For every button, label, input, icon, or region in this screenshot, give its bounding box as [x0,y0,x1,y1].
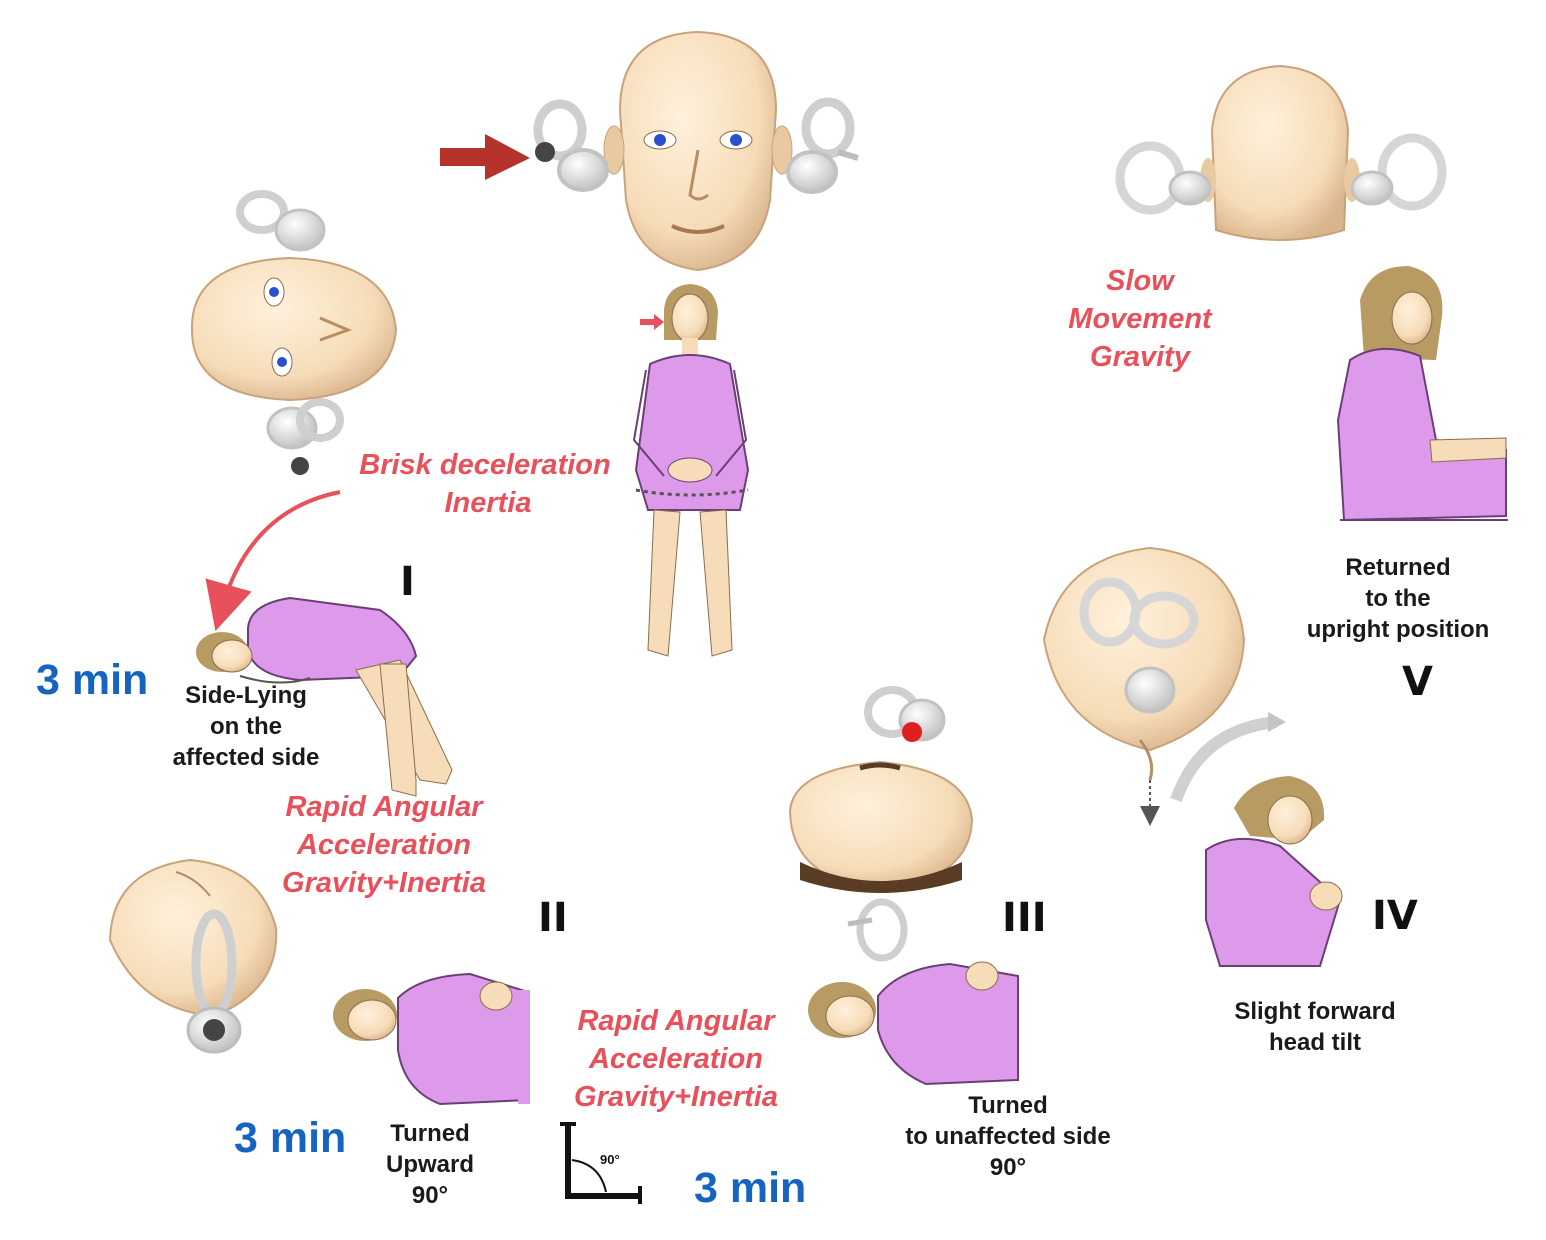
step4-ear-icon [1079,577,1199,714]
step2-caption-line-1: Turned [390,1120,470,1147]
step2-motion-line-2: Acceleration [588,1043,764,1075]
step1-ear-bottom-icon [266,398,344,475]
step5-right-ear-icon [1350,133,1447,211]
step2-roman-numeral: II [538,895,568,941]
step3-caption-line-3: 90° [989,1154,1027,1181]
step1-motion-line-3: Gravity+Inertia [282,867,486,899]
step3-caption: Turned to unaffected side 90° [888,1090,1128,1183]
step1-motion-line-2: Acceleration [296,829,472,861]
step5-caption: Returned to the upright position [1290,552,1506,645]
step3-roman-numeral: III [1002,895,1047,941]
angle-90-icon [560,1122,642,1204]
step1-curved-arrow-icon [205,490,341,632]
step5-roman-numeral: V [1402,659,1433,705]
step1-caption-line-2: on the [210,713,282,740]
step4-caption-line-2: head tilt [1268,1029,1361,1056]
step3-caption-line-1: Turned [968,1092,1048,1119]
step4-roman-numeral: IV [1372,893,1418,939]
step3-time-label: 3 min [694,1164,807,1212]
forward-tilt-patient-illustration [1205,776,1343,967]
front-head-illustration [603,30,793,272]
step1-head-illustration [190,190,398,475]
step1-motion-line-1: Rapid Angular [285,791,483,823]
step5-caption-line-2: to the [1365,585,1431,612]
top-motion-label: Brisk deceleration Inertia [346,446,624,522]
unaffected-side-lying-patient-illustration [808,961,1019,1086]
step3-ear-top-icon [864,686,946,742]
step4-caption: Slight forward head tilt [1212,996,1418,1058]
step3-caption-line-2: to unaffected side [905,1123,1111,1150]
seated-patient-illustration [632,284,750,657]
upward-lying-patient-illustration [333,972,530,1106]
pointer-arrow-icon [440,134,530,180]
step2-caption-line-2: Upward [385,1151,474,1178]
step4-caption-line-1: Slight forward [1234,998,1396,1025]
step5-caption-line-1: Returned [1345,554,1451,581]
step1-caption: Side-Lying on the affected side [160,680,332,773]
step3-ear-bottom-icon [847,898,908,962]
step1-caption-line-3: affected side [172,744,320,771]
step5-motion-line-2: Movement [1068,303,1212,335]
top-motion-line-2: Inertia [444,487,532,519]
step2-ear-icon [186,909,242,1054]
step2-motion-line-1: Rapid Angular [577,1005,775,1037]
top-motion-line-1: Brisk deceleration [359,449,611,481]
step4-rotation-arrow-icon [1170,712,1286,803]
step4-head-illustration [1042,546,1246,826]
step1-caption-line-1: Side-Lying [185,682,307,709]
step5-left-ear-icon [1115,141,1212,215]
upright-patient-illustration [1336,266,1508,522]
step1-roman-numeral: I [400,559,415,605]
step2-motion-label: Rapid Angular Acceleration Gravity+Inert… [552,1002,800,1116]
side-lying-patient-illustration [196,596,453,797]
right-inner-ear-icon [786,97,859,194]
step1-motion-label: Rapid Angular Acceleration Gravity+Inert… [262,788,506,902]
step2-time-label: 3 min [234,1114,347,1162]
step5-caption-line-3: upright position [1306,616,1490,643]
step1-time-label: 3 min [36,656,149,704]
step5-head-illustration [1115,64,1447,241]
step2-caption: Turned Upward 90° [370,1118,490,1211]
step5-motion-label: Slow Movement Gravity [1054,262,1226,376]
angle-90-label: 90° [600,1152,620,1167]
step2-caption-line-3: 90° [411,1182,449,1209]
step2-head-illustration [108,858,278,1054]
step1-ear-top-icon [236,190,326,252]
left-inner-ear-icon [533,99,609,192]
step3-head-illustration [788,686,974,962]
step5-motion-line-1: Slow [1106,265,1174,297]
step5-motion-line-3: Gravity [1090,341,1190,373]
step2-motion-line-3: Gravity+Inertia [574,1081,778,1113]
